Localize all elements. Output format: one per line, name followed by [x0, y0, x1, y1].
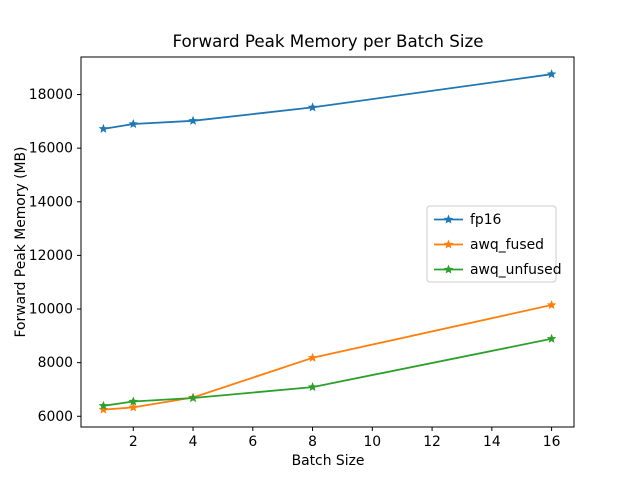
series-marker-fp16 — [546, 69, 557, 79]
y-tick-label: 16000 — [29, 141, 73, 157]
x-tick-label: 12 — [423, 434, 441, 450]
y-tick-label: 8000 — [38, 355, 73, 371]
legend-label-fp16: fp16 — [470, 212, 501, 228]
y-axis-label: Forward Peak Memory (MB) — [13, 147, 29, 338]
series-marker-fp16 — [128, 119, 139, 129]
x-tick-label: 8 — [308, 434, 317, 450]
series-marker-awq_unfused — [128, 396, 139, 406]
legend-marker-fp16 — [443, 214, 454, 224]
series-marker-awq_fused — [98, 404, 109, 414]
axes-frame — [80, 56, 575, 428]
x-tick-label: 10 — [363, 434, 381, 450]
series-marker-fp16 — [98, 123, 109, 133]
x-tick-label: 4 — [189, 434, 198, 450]
x-tick-label: 14 — [483, 434, 501, 450]
series-line-awq_unfused — [102, 337, 553, 407]
legend-marker-awq_fused — [443, 239, 454, 249]
y-tick-label: 6000 — [38, 409, 73, 425]
series-marker-awq_unfused — [307, 382, 318, 392]
series-marker-awq_fused — [546, 300, 557, 310]
legend-marker-awq_unfused — [443, 264, 454, 274]
series-line-fp16 — [102, 73, 553, 130]
legend-box — [426, 205, 557, 283]
series-marker-awq_unfused — [546, 333, 557, 343]
y-tick-label: 18000 — [29, 87, 73, 103]
x-tick-label: 16 — [543, 434, 561, 450]
series-line-awq_fused — [102, 304, 553, 411]
axes-group: 2 4 6 8 10 12 14 16 6000 8000 10000 12000 14000 16000… — [29, 56, 575, 450]
x-axis-label: Batch Size — [292, 453, 365, 469]
series-marker-awq_unfused — [98, 400, 109, 410]
y-tick-label: 14000 — [29, 194, 73, 210]
series-marker-awq_unfused — [188, 393, 198, 403]
legend-label-awq_unfused: awq_unfused — [470, 262, 562, 278]
x-tick-label: 6 — [248, 434, 257, 450]
y-tick-label: 12000 — [29, 248, 73, 264]
series-marker-fp16 — [188, 115, 198, 125]
series-marker-fp16 — [307, 102, 318, 112]
x-tick-label: 2 — [129, 434, 138, 450]
series-marker-awq_fused — [307, 352, 318, 362]
legend-label-awq_fused: awq_fused — [470, 237, 544, 253]
y-tick-label: 10000 — [29, 302, 73, 318]
series-marker-awq_fused — [128, 402, 139, 412]
chart-title: Forward Peak Memory per Batch Size — [172, 31, 483, 51]
